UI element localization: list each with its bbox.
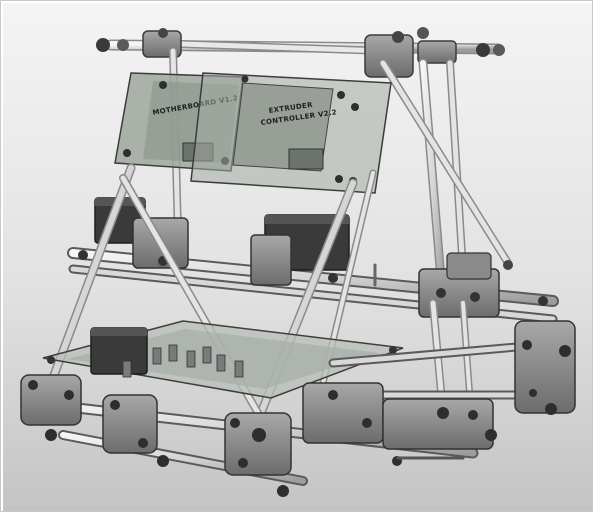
printer-3d-render: MOTHERBOARD V1.2 EXTRUDER CONTROLLER V2.… (3, 3, 592, 511)
bottom-frame (20, 320, 576, 497)
bottom-vertex-right (514, 320, 576, 414)
build-platform (42, 320, 404, 399)
top-frame (96, 27, 505, 78)
extruder-controller-panel: EXTRUDER CONTROLLER V2.2 (190, 72, 392, 194)
